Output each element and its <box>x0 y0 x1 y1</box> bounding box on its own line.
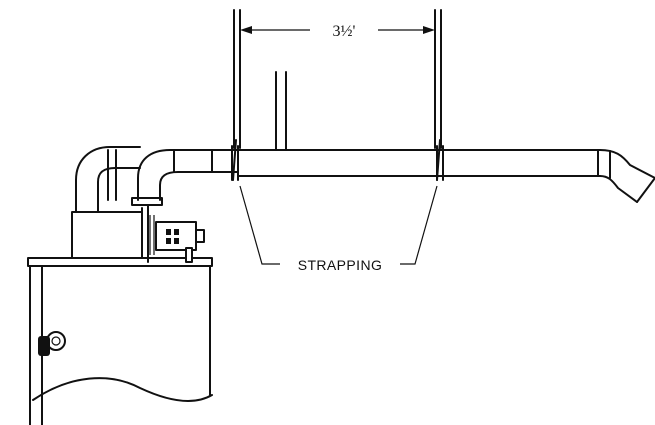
strapping-label: STRAPPING <box>298 257 383 273</box>
strapping-leader-lines <box>239 185 438 265</box>
rear-vent-elbow <box>75 146 141 213</box>
dimension-line <box>240 26 435 34</box>
gas-control-knob <box>38 331 66 356</box>
vent-termination-elbow <box>597 149 655 203</box>
hanging-rod <box>275 71 287 151</box>
blower-housing <box>71 197 163 263</box>
strap-right <box>436 139 441 181</box>
front-vent-elbow <box>137 149 239 201</box>
strap-left <box>232 139 237 181</box>
dimension-label: 3½' <box>333 23 356 40</box>
horizontal-vent-pipe <box>231 145 601 181</box>
ceiling-joist-right <box>434 9 442 149</box>
ceiling-joist-left <box>233 9 241 149</box>
blower-motor <box>149 215 205 263</box>
